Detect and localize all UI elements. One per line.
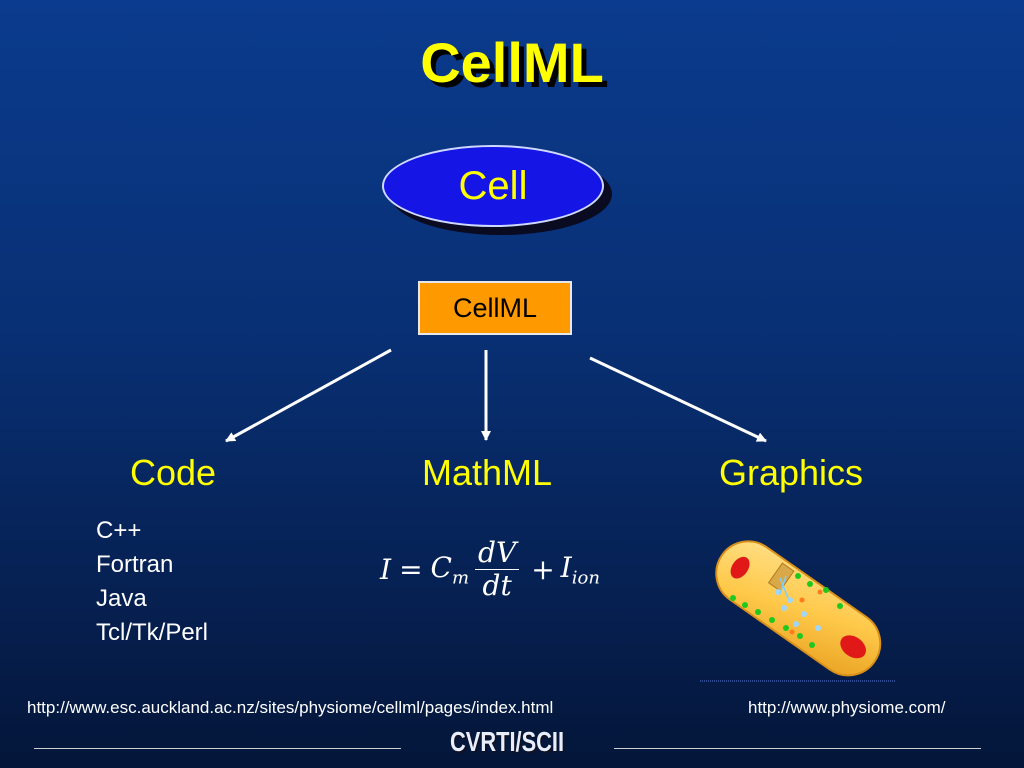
- arrow-to-code: [225, 348, 392, 443]
- cell-node: Cell: [382, 145, 614, 237]
- cellml-node: CellML: [418, 281, 572, 335]
- cell-node-label: Cell: [382, 145, 604, 227]
- membrane-equation: I = Cm dV dt + Iion: [380, 537, 600, 602]
- eq-ion: Iion: [561, 551, 600, 589]
- slide-title: CellML: [420, 31, 604, 94]
- eq-cap-base: C: [430, 550, 452, 584]
- language-item: C++: [96, 517, 142, 544]
- cell-model-graphic: [700, 540, 896, 682]
- language-item: Java: [96, 585, 147, 612]
- language-list: C++ Fortran Java Tcl/Tk/Perl: [96, 514, 208, 650]
- eq-plus: +: [531, 553, 555, 586]
- eq-ion-base: I: [560, 550, 572, 584]
- eq-denominator: dt: [482, 569, 512, 602]
- eq-equals: =: [399, 553, 423, 586]
- footer-rule-right: [614, 748, 981, 749]
- language-item: Fortran: [96, 551, 174, 578]
- branch-code: Code: [130, 452, 217, 493]
- cellml-url-link[interactable]: http://www.esc.auckland.ac.nz/sites/phys…: [27, 698, 554, 717]
- cvrti-scii-logo: CVRTI/SCII: [450, 726, 565, 757]
- footer-rule-left: [34, 748, 401, 749]
- language-item: Tcl/Tk/Perl: [96, 619, 209, 646]
- branch-graphics: Graphics: [719, 452, 864, 493]
- eq-numerator: dV: [475, 537, 520, 570]
- eq-ion-sub: ion: [571, 567, 600, 589]
- eq-cap: Cm: [431, 551, 470, 589]
- branch-mathml: MathML: [422, 452, 553, 493]
- eq-fraction: dV dt: [475, 537, 520, 602]
- eq-lhs: I: [380, 553, 392, 586]
- arrow-to-graphics: [589, 356, 767, 443]
- physiome-url-link[interactable]: http://www.physiome.com/: [748, 698, 946, 717]
- eq-cap-sub: m: [451, 567, 470, 589]
